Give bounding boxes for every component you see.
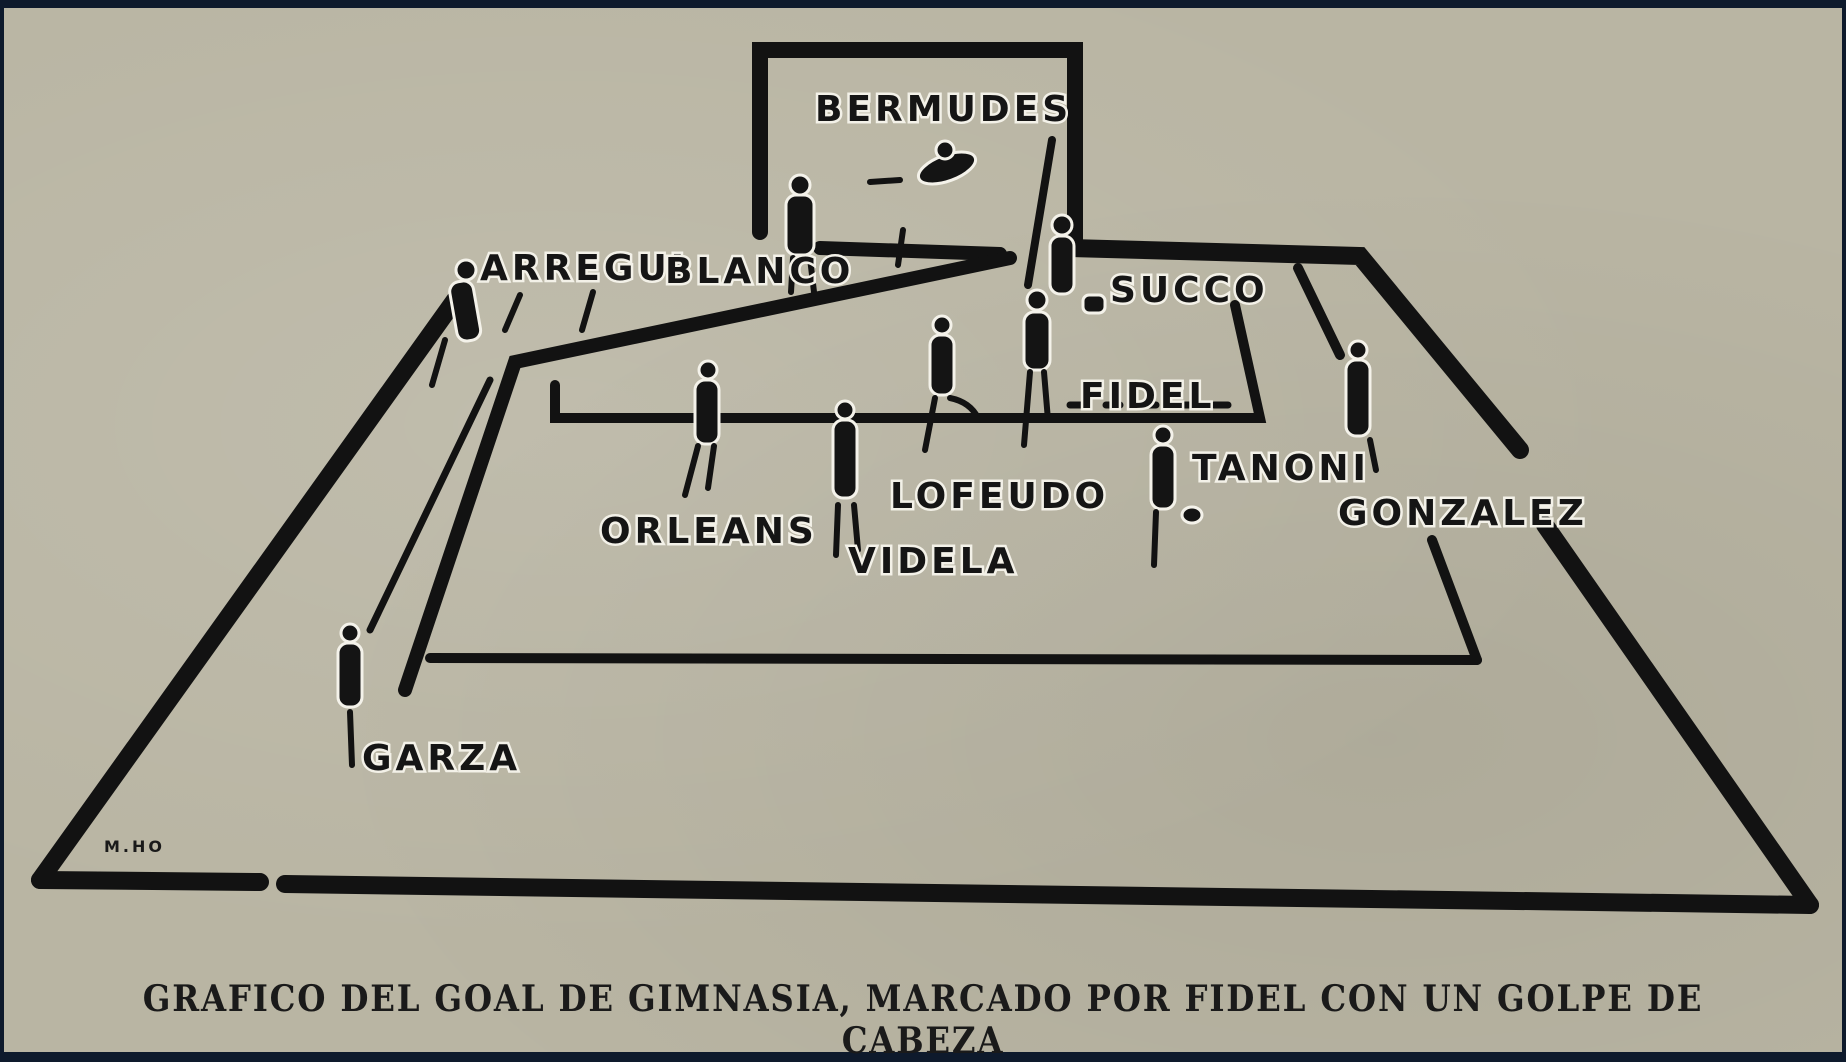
pitch-lines: [31, 42, 1819, 914]
label-gonzalez: GONZALEZ: [1338, 493, 1588, 534]
sideline-left: [31, 291, 464, 889]
player-figure-lofeudo: [922, 314, 981, 453]
player-figure-orleans: [682, 359, 721, 498]
label-orleans: ORLEANS: [600, 511, 818, 552]
header-trajectory: [1024, 136, 1056, 289]
label-garza: GARZA: [362, 738, 521, 779]
label-fidel: FIDEL: [1080, 376, 1215, 417]
goal-frame: [752, 42, 1083, 256]
ball-trajectory: [398, 251, 1017, 697]
bottom-line: [276, 875, 1819, 914]
label-bermudes: BERMUDES: [815, 89, 1072, 130]
label-arregui: ARREGUI: [480, 248, 688, 289]
penalty-area-front: [425, 653, 1482, 665]
player-figure-tanoni: [1149, 424, 1204, 568]
player-figure-fidel: [1021, 213, 1076, 448]
goal-line: [813, 241, 1007, 261]
label-tanoni: TANONI: [1192, 448, 1370, 489]
label-blanco: BLANCO: [665, 251, 854, 292]
dash-mark: [502, 292, 523, 333]
label-succo: SUCCO: [1110, 270, 1269, 311]
player-figures: [336, 139, 1379, 768]
pass-trajectory: [366, 376, 494, 634]
player-figure-bermudes: [867, 139, 978, 268]
penalty-area-right-upper: [1293, 263, 1345, 360]
bottom-line-left: [31, 871, 269, 891]
penalty-area-right: [1427, 535, 1482, 665]
player-figure-gonzalez: [1344, 339, 1379, 473]
label-lofeudo: LOFEUDO: [890, 476, 1109, 517]
goal-area: [550, 300, 1267, 423]
sideline-right: [1536, 516, 1819, 914]
player-figure-garza: [336, 622, 364, 768]
artist-signature: M.HO: [104, 837, 165, 856]
player-figure-blanco: [784, 173, 817, 295]
player-figure-succo: [1081, 293, 1107, 315]
label-videla: VIDELA: [848, 541, 1019, 582]
figure-caption: GRAFICO DEL GOAL DE GIMNASIA, MARCADO PO…: [142, 978, 1704, 1062]
goal-line-right: [1061, 239, 1529, 459]
dash-mark: [579, 289, 596, 333]
dash-mark: [429, 337, 448, 388]
player-labels: BERMUDES ARREGUI BLANCO SUCCO FIDEL ORLE…: [104, 87, 1588, 857]
player-figure-videla: [831, 399, 861, 558]
player-figure-arregui: [448, 258, 483, 343]
